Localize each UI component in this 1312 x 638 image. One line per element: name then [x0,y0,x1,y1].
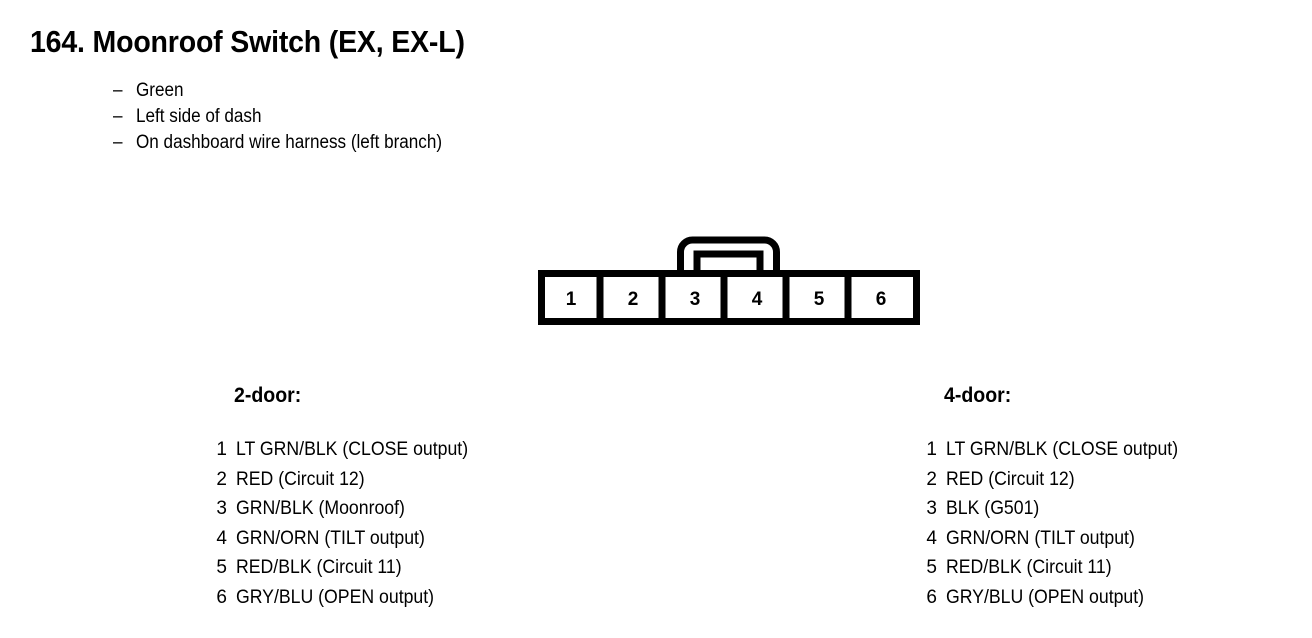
cavity-number: 3 [690,289,701,310]
pin-number: 5 [216,557,227,578]
pin-label: GRY/BLU (OPEN output) [946,586,1145,608]
cavity-number: 4 [752,289,763,310]
pin-number: 6 [216,586,227,608]
pin-label: GRN/BLK (Moonroof) [236,498,405,519]
pin-row: 2 RED (Circuit 12) [920,465,1196,495]
pin-row: 6 GRY/BLU (OPEN output) [920,583,1196,613]
pin-label: RED (Circuit 12) [946,468,1075,490]
pin-row: 4 GRN/ORN (TILT output) [920,524,1196,554]
dash-marker-icon: – [113,106,123,127]
pin-row: 3 BLK (G501) [920,494,1196,524]
pinout-heading: 4-door: [944,384,1012,407]
pin-label: LT GRN/BLK (CLOSE output) [946,439,1179,460]
pin-row: 5 RED/BLK (Circuit 11) [920,553,1196,583]
pin-label: RED/BLK (Circuit 11) [236,557,402,578]
pin-number: 4 [926,527,937,549]
connector-svg: 1 2 3 4 5 6 [538,236,920,325]
pin-number: 2 [216,468,227,490]
locking-tab-icon [677,236,780,273]
pin-number: 6 [926,586,937,608]
descriptor-list: – Green – Left side of dash – On dashboa… [113,78,476,156]
descriptor-item: – Green [113,78,476,104]
pin-label: GRN/ORN (TILT output) [236,527,425,549]
connector-body [538,270,920,325]
pinout-column-2door: 2-door: 1 LT GRN/BLK (CLOSE output) 2 RE… [210,383,486,612]
pin-label: RED/BLK (Circuit 11) [946,557,1112,578]
cavity-number: 5 [814,289,825,310]
pin-row: 1 LT GRN/BLK (CLOSE output) [920,435,1196,465]
descriptor-item: – Left side of dash [113,104,476,130]
pin-label: RED (Circuit 12) [236,468,365,490]
pin-row: 1 LT GRN/BLK (CLOSE output) [210,435,486,465]
pin-number: 1 [926,439,937,460]
page-title: 164. Moonroof Switch (EX, EX-L) [30,24,465,59]
cavity-dividers [596,273,852,322]
cavity-number: 2 [628,289,639,310]
dash-marker-icon: – [113,132,123,153]
pin-label: BLK (G501) [946,498,1040,519]
descriptor-text: Left side of dash [136,106,262,127]
pinout-rows: 1 LT GRN/BLK (CLOSE output) 2 RED (Circu… [920,435,1196,612]
pin-number: 1 [216,439,227,460]
pin-number: 3 [926,498,937,519]
connector-diagram: 1 2 3 4 5 6 [530,214,930,329]
descriptor-text: On dashboard wire harness (left branch) [136,132,443,153]
pin-label: LT GRN/BLK (CLOSE output) [236,439,469,460]
pin-number: 2 [926,468,937,490]
pinout-heading: 2-door: [234,384,302,407]
pin-number: 5 [926,557,937,578]
pinout-rows: 1 LT GRN/BLK (CLOSE output) 2 RED (Circu… [210,435,486,612]
pin-row: 6 GRY/BLU (OPEN output) [210,583,486,613]
pin-number: 4 [216,527,227,549]
cavity-number: 6 [876,289,887,310]
cavity-number: 1 [566,289,577,310]
pin-row: 4 GRN/ORN (TILT output) [210,524,486,554]
descriptor-text: Green [136,80,184,101]
pin-label: GRY/BLU (OPEN output) [236,586,435,608]
pinout-column-4door: 4-door: 1 LT GRN/BLK (CLOSE output) 2 RE… [920,383,1196,612]
pin-row: 3 GRN/BLK (Moonroof) [210,494,486,524]
dash-marker-icon: – [113,80,123,101]
pin-label: GRN/ORN (TILT output) [946,527,1135,549]
pin-number: 3 [216,498,227,519]
pin-row: 5 RED/BLK (Circuit 11) [210,553,486,583]
pin-row: 2 RED (Circuit 12) [210,465,486,495]
descriptor-item: – On dashboard wire harness (left branch… [113,130,476,156]
